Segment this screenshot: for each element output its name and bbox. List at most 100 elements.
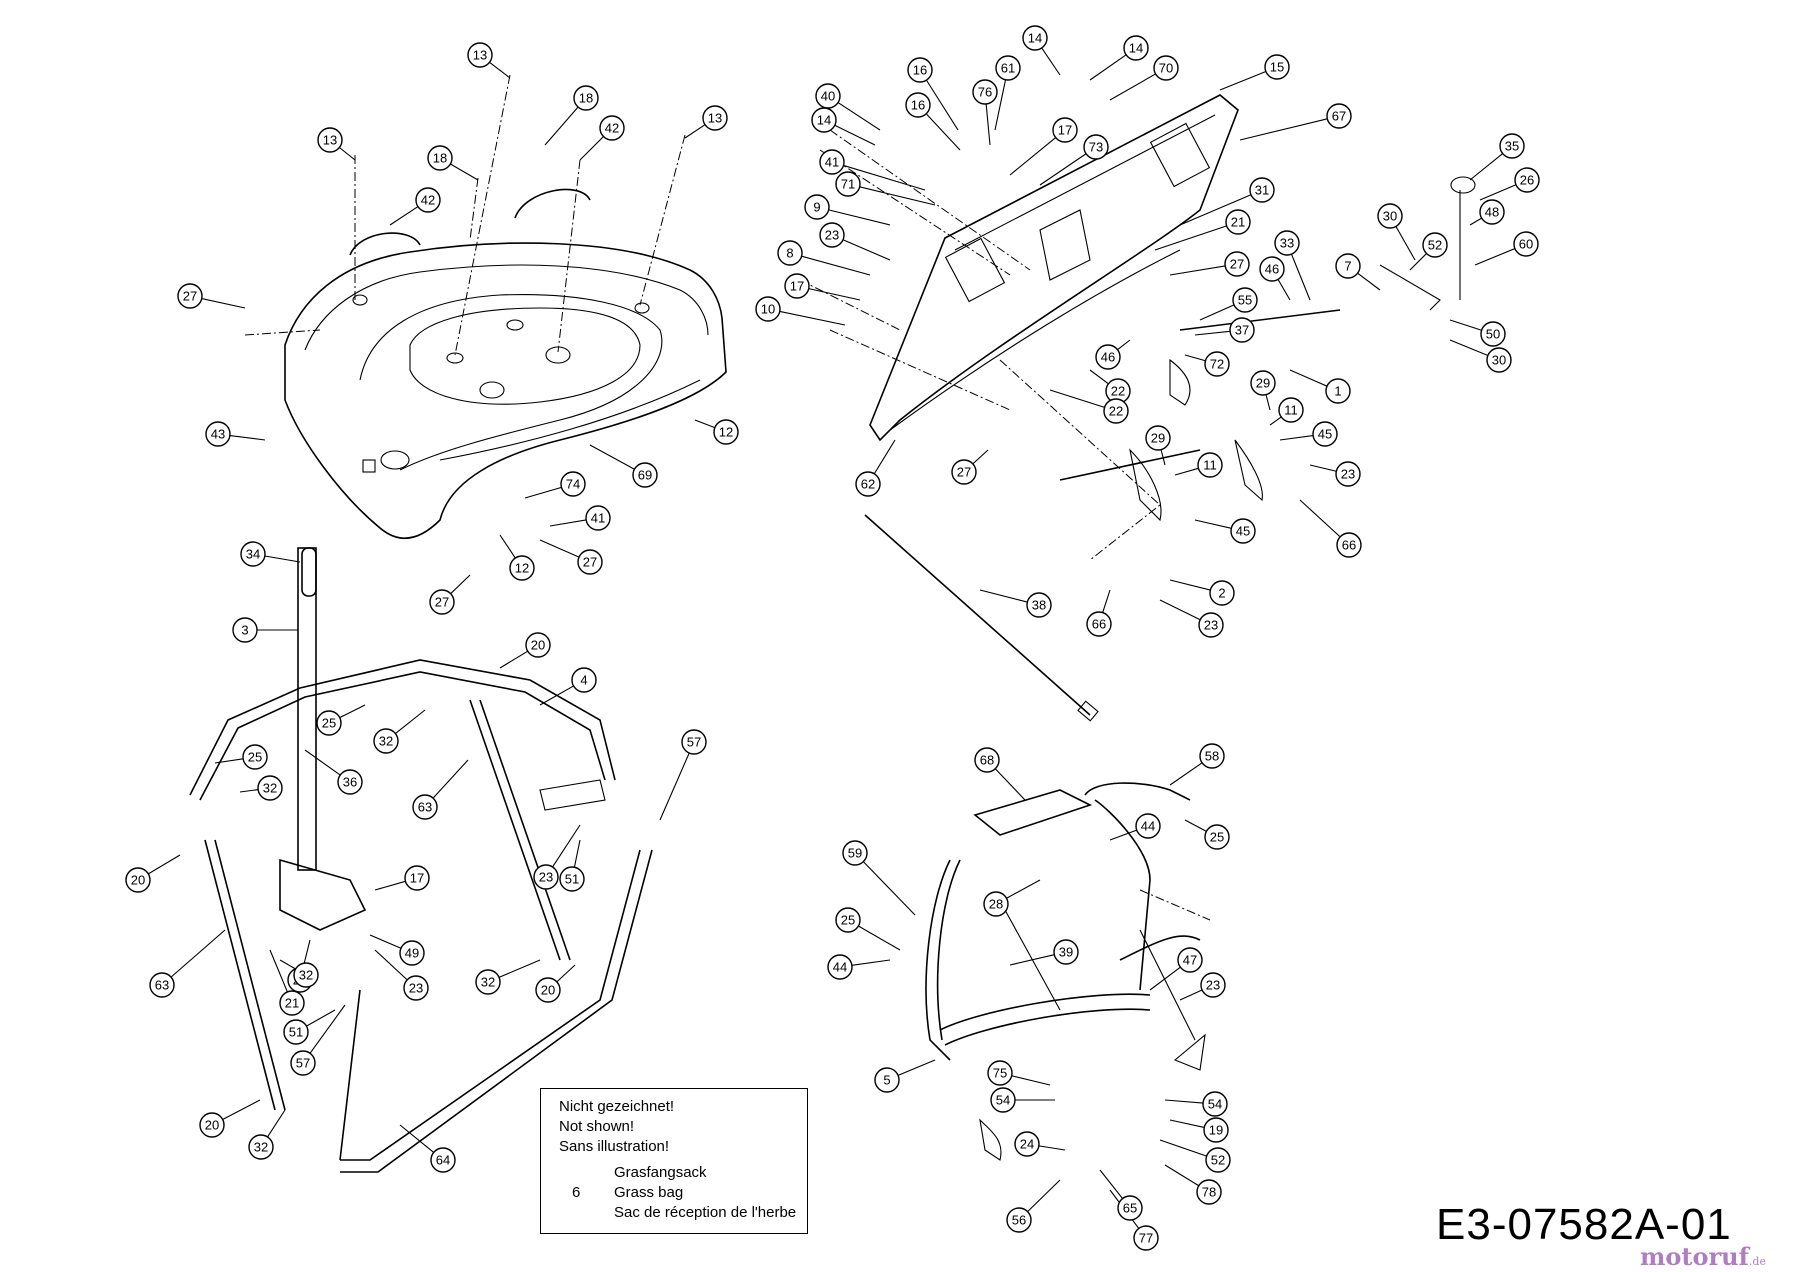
leader-line: [779, 310, 846, 326]
callout-circle: [1336, 532, 1362, 558]
leader-line: [369, 934, 402, 949]
callout-32: 32: [475, 969, 501, 995]
callout-circle: [835, 171, 861, 197]
watermark-suffix: .de: [1748, 1255, 1766, 1268]
not-shown-note: Nicht gezeichnet! Not shown! Sans illust…: [540, 1088, 808, 1234]
leader-line: [279, 959, 296, 970]
leader-line: [659, 752, 690, 821]
note-item: 6 Grasfangsack Grass bag Sac de réceptio…: [559, 1163, 807, 1225]
callout-number: 34: [246, 547, 260, 562]
callout-number: 23: [1206, 978, 1220, 993]
callout-circle: [1177, 947, 1203, 973]
callout-number: 20: [541, 983, 555, 998]
callout-number: 5: [883, 1073, 890, 1088]
leader-line: [1027, 1179, 1061, 1213]
callout-number: 40: [821, 89, 835, 104]
callout-circle: [1229, 317, 1255, 343]
callout-circle: [1095, 344, 1121, 370]
callout-circle: [755, 296, 781, 322]
callout-77: 77: [1133, 1225, 1159, 1251]
callout-circle: [429, 589, 455, 615]
callout-19: 19: [1203, 1117, 1229, 1143]
callout-29: 29: [1250, 370, 1276, 396]
callout-circle: [990, 1087, 1016, 1113]
callout-number: 35: [1505, 139, 1519, 154]
callout-circle: [1312, 421, 1338, 447]
callout-55: 55: [1232, 287, 1258, 313]
drawing-id: E3-07582A-01: [1436, 1200, 1732, 1249]
callout-number: 20: [531, 638, 545, 653]
callout-number: 13: [323, 133, 337, 148]
leader-lines: [148, 47, 1517, 1229]
leader-line: [201, 298, 246, 309]
callout-circle: [819, 222, 845, 248]
callout-circle: [205, 421, 231, 447]
leader-line: [1160, 449, 1166, 466]
callout-circle: [1135, 813, 1161, 839]
callout-44: 44: [827, 954, 853, 980]
callout-number: 14: [1129, 41, 1143, 56]
callout-71: 71: [835, 171, 861, 197]
callout-number: 45: [1318, 427, 1332, 442]
leader-line: [837, 102, 881, 131]
callout-circle: [702, 105, 728, 131]
callout-circle: [1117, 1195, 1143, 1221]
callout-circle: [279, 990, 305, 1016]
callout-number: 3: [241, 623, 248, 638]
callout-51: 51: [559, 866, 585, 892]
callout-61: 61: [995, 55, 1021, 81]
callout-number: 32: [299, 968, 313, 983]
callout-circle: [907, 57, 933, 83]
callout-number: 31: [1255, 183, 1269, 198]
callout-68: 68: [974, 747, 1000, 773]
callout-circle: [242, 744, 268, 770]
callout-number: 27: [435, 595, 449, 610]
callout-27: 27: [1224, 251, 1250, 277]
callout-63: 63: [412, 794, 438, 820]
callout-number: 17: [410, 871, 424, 886]
leader-line: [843, 164, 926, 191]
callout-20: 20: [535, 977, 561, 1003]
callout-circle: [240, 541, 266, 567]
callout-circle: [509, 555, 535, 581]
callout-circle: [1204, 351, 1230, 377]
callout-circle: [533, 864, 559, 890]
callout-circle: [1123, 35, 1149, 61]
callout-number: 11: [1284, 403, 1298, 418]
callout-22: 22: [1103, 398, 1129, 424]
callout-34: 34: [240, 541, 266, 567]
callout-number: 41: [825, 155, 839, 170]
callout-number: 29: [1256, 376, 1270, 391]
callout-54: 54: [1202, 1091, 1228, 1117]
callout-7: 7: [1335, 253, 1361, 279]
callout-circle: [1377, 203, 1403, 229]
callout-number: 57: [687, 735, 701, 750]
callout-43: 43: [205, 421, 231, 447]
note-heading-fr: Sans illustration!: [559, 1138, 670, 1155]
leader-line: [1089, 54, 1127, 81]
leader-line: [1449, 319, 1482, 331]
callout-circle: [905, 92, 931, 118]
callout-circle: [1326, 103, 1352, 129]
leader-line: [395, 709, 426, 734]
callout-circle: [559, 866, 585, 892]
leader-line: [1184, 354, 1206, 362]
callout-number: 77: [1139, 1231, 1153, 1246]
leader-line: [539, 685, 574, 706]
callout-circle: [1006, 1207, 1032, 1233]
callout-circle: [874, 1067, 900, 1093]
callout-circle: [1103, 398, 1129, 424]
leader-line: [544, 106, 579, 146]
callout-number: 46: [1101, 350, 1115, 365]
leader-line: [499, 650, 529, 669]
leader-line: [1049, 389, 1105, 408]
callout-48: 48: [1479, 199, 1505, 225]
callout-circle: [1480, 321, 1506, 347]
callout-number: 66: [1092, 617, 1106, 632]
callout-14: 14: [1123, 35, 1149, 61]
callout-circle: [337, 769, 363, 795]
callout-number: 10: [761, 302, 775, 317]
callout-circle: [125, 867, 151, 893]
callout-8: 8: [777, 240, 803, 266]
callout-number: 15: [1270, 60, 1284, 75]
